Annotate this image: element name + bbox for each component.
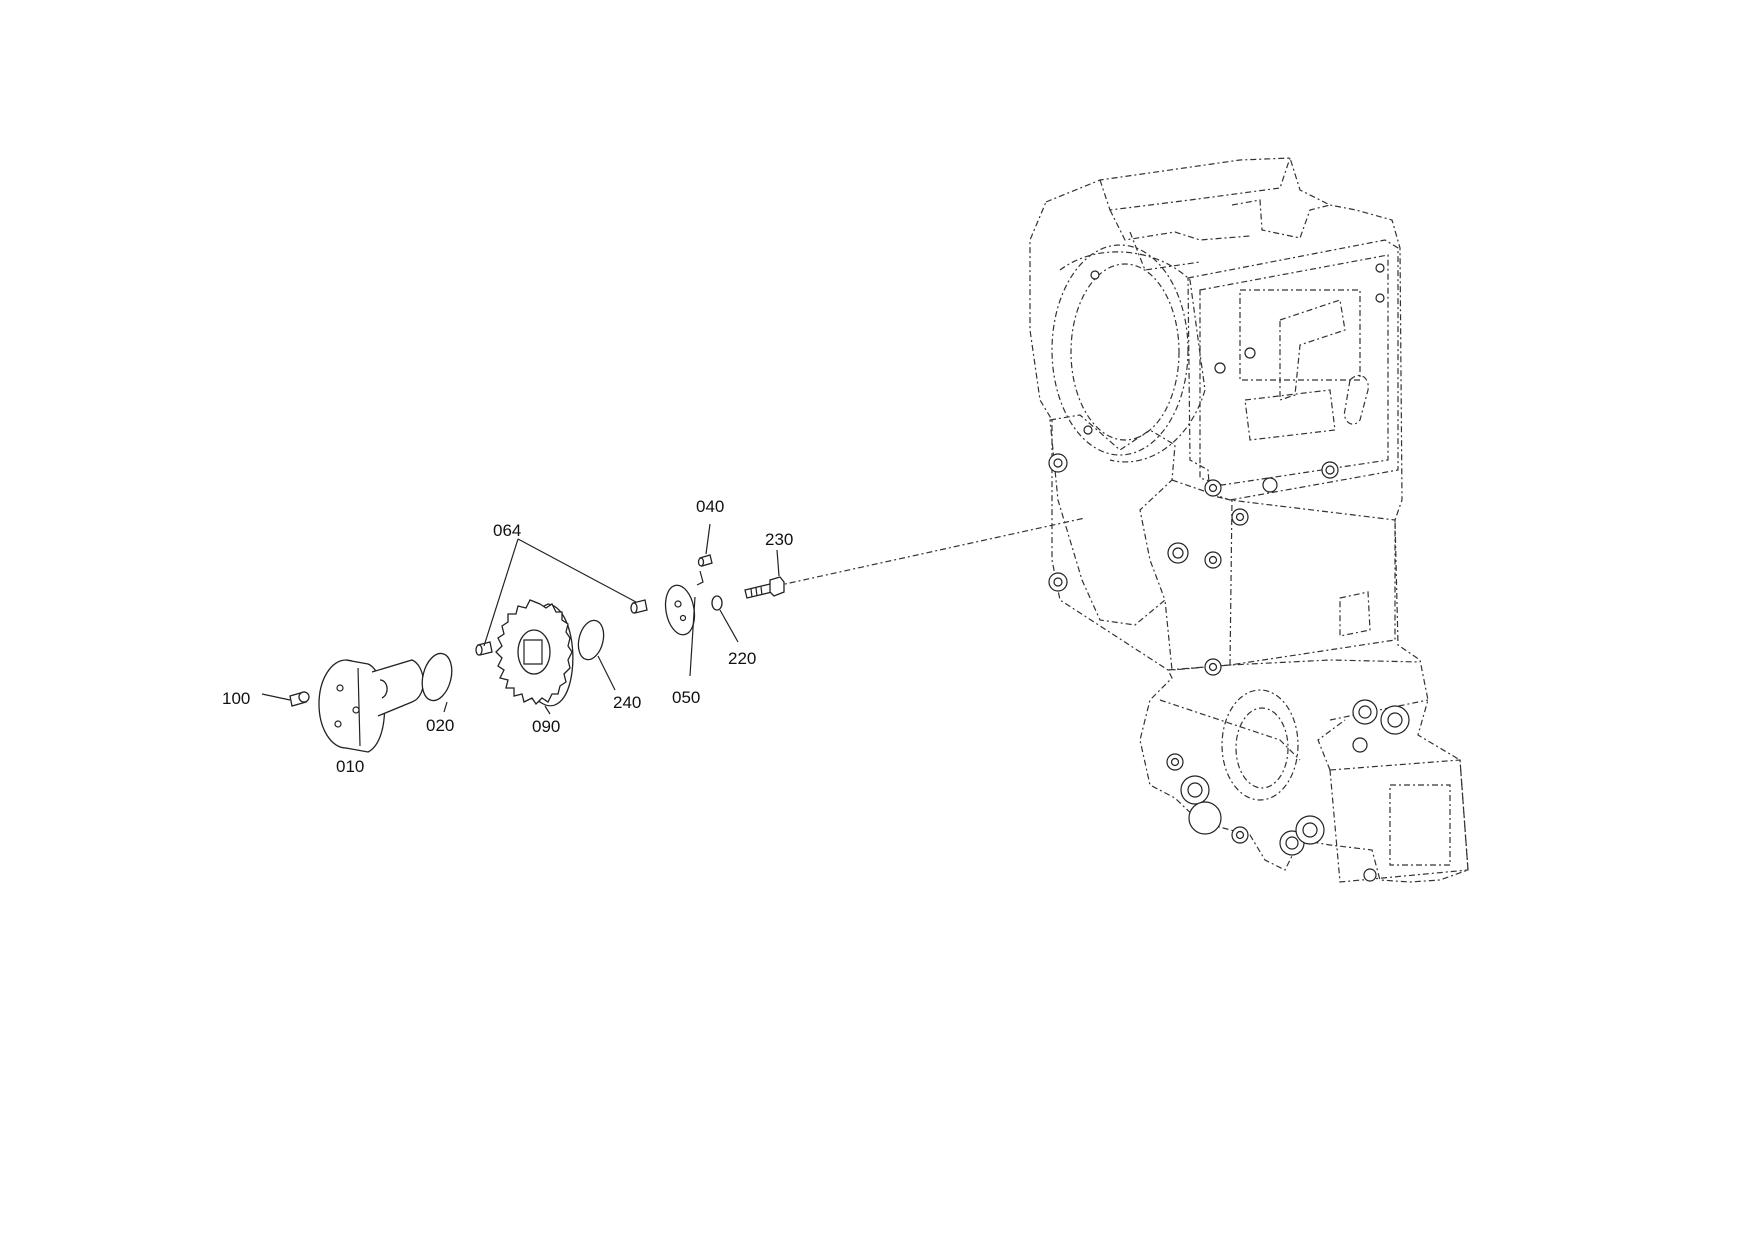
callout-064: 064 bbox=[493, 521, 521, 540]
part-220-washer bbox=[711, 595, 723, 611]
part-050-plate bbox=[664, 584, 696, 636]
transmission-housing bbox=[1029, 157, 1469, 883]
part-010-flange-shaft bbox=[318, 659, 424, 753]
callout-100: 100 bbox=[222, 689, 250, 708]
callout-050: 050 bbox=[672, 688, 700, 707]
callout-230: 230 bbox=[765, 530, 793, 549]
callout-010: 010 bbox=[336, 757, 364, 776]
callout-090: 090 bbox=[532, 717, 560, 736]
part-230-bolt bbox=[744, 576, 785, 599]
callout-labels: 100 010 020 064 090 240 040 050 220 230 bbox=[222, 497, 793, 776]
callout-220: 220 bbox=[728, 649, 756, 668]
callout-020: 020 bbox=[426, 716, 454, 735]
callout-240: 240 bbox=[613, 693, 641, 712]
part-064-pins bbox=[475, 599, 648, 656]
callout-040: 040 bbox=[696, 497, 724, 516]
leader-lines bbox=[261, 523, 780, 715]
part-020-o-ring bbox=[421, 652, 453, 702]
part-100-screw bbox=[289, 691, 310, 707]
part-240-ring bbox=[577, 619, 605, 661]
assembly-axis-line bbox=[775, 517, 1086, 587]
part-090-gear bbox=[495, 599, 574, 707]
part-040-pin bbox=[697, 554, 713, 567]
